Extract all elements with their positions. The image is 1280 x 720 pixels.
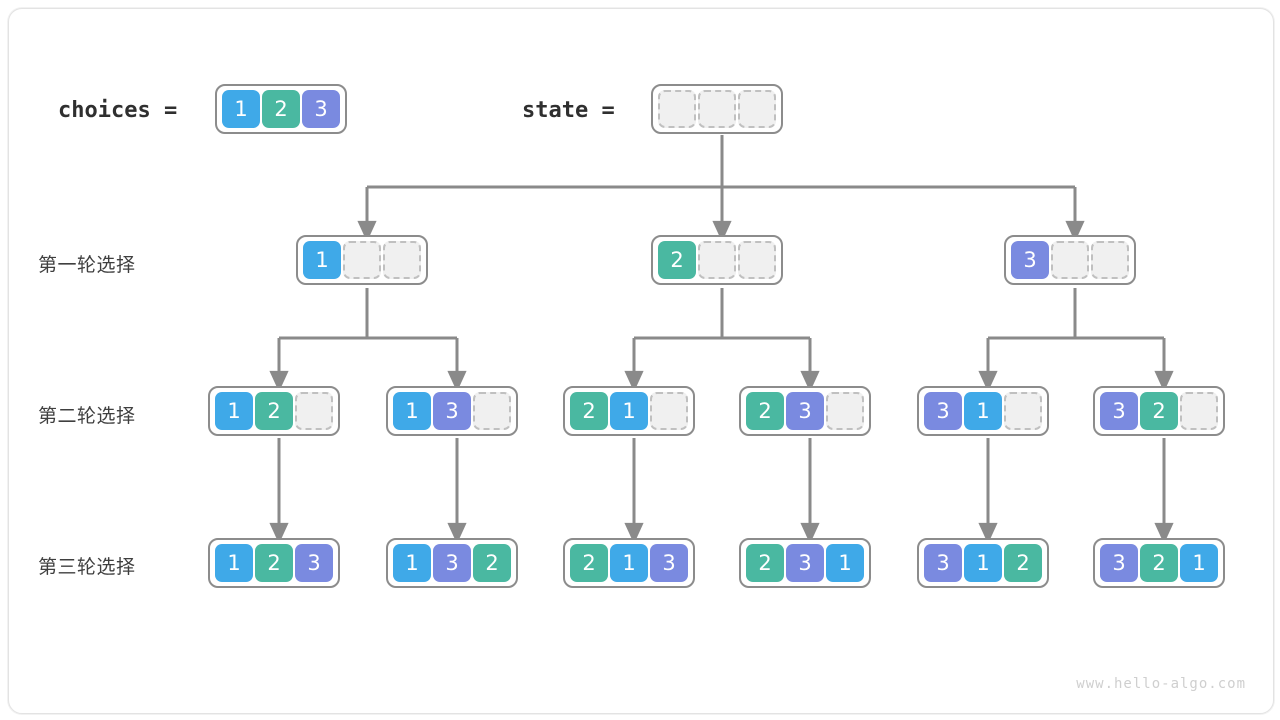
- state-label: state =: [522, 98, 615, 123]
- choices-cell: 3: [302, 90, 340, 128]
- round1-empty-cell: [343, 241, 381, 279]
- round2-cell: 3: [786, 392, 824, 430]
- round2-cell: 1: [215, 392, 253, 430]
- state-empty-cell: [738, 90, 776, 128]
- round1-cell: 2: [658, 241, 696, 279]
- round3-cell: 2: [255, 544, 293, 582]
- round1-empty-cell: [1051, 241, 1089, 279]
- round2-cell: 3: [924, 392, 962, 430]
- row-label-round2: 第二轮选择: [38, 405, 136, 427]
- round1-empty-cell: [1091, 241, 1129, 279]
- round2-cell: 1: [610, 392, 648, 430]
- round3-cell: 1: [610, 544, 648, 582]
- round3-cell: 1: [964, 544, 1002, 582]
- round2-cell: 1: [964, 392, 1002, 430]
- round2-cell: 2: [1140, 392, 1178, 430]
- round3-cell: 3: [433, 544, 471, 582]
- choices-cell: 1: [222, 90, 260, 128]
- round3-cell: 2: [746, 544, 784, 582]
- round2-empty-cell: [295, 392, 333, 430]
- round2-cell: 3: [1100, 392, 1138, 430]
- round1-cell: 3: [1011, 241, 1049, 279]
- round3-cell: 3: [786, 544, 824, 582]
- state-array: [651, 84, 783, 134]
- round3-cell: 2: [1004, 544, 1042, 582]
- round1-empty-cell: [738, 241, 776, 279]
- round3-cell: 1: [393, 544, 431, 582]
- round3-cell: 2: [570, 544, 608, 582]
- row-label-round3: 第三轮选择: [38, 556, 136, 578]
- round3-cell: 2: [473, 544, 511, 582]
- state-empty-cell: [658, 90, 696, 128]
- round2-cell: 1: [393, 392, 431, 430]
- round2-cell: 2: [570, 392, 608, 430]
- round2-empty-cell: [1180, 392, 1218, 430]
- round1-cell: 1: [303, 241, 341, 279]
- round2-empty-cell: [1004, 392, 1042, 430]
- round2-cell: 2: [746, 392, 784, 430]
- round2-empty-cell: [826, 392, 864, 430]
- choices-label: choices =: [58, 98, 178, 123]
- round3-cell: 3: [650, 544, 688, 582]
- node-round1-2: 2: [651, 235, 783, 285]
- round3-cell: 3: [295, 544, 333, 582]
- round2-empty-cell: [473, 392, 511, 430]
- round3-cell: 1: [1180, 544, 1218, 582]
- round2-empty-cell: [650, 392, 688, 430]
- watermark: www.hello-algo.com: [1076, 676, 1246, 692]
- round3-cell: 3: [1100, 544, 1138, 582]
- choices-cell: 2: [262, 90, 300, 128]
- row-label-round1: 第一轮选择: [38, 254, 136, 276]
- round3-cell: 3: [924, 544, 962, 582]
- round2-cell: 2: [255, 392, 293, 430]
- round1-empty-cell: [383, 241, 421, 279]
- round3-cell: 2: [1140, 544, 1178, 582]
- round3-cell: 1: [826, 544, 864, 582]
- state-empty-cell: [698, 90, 736, 128]
- round3-cell: 1: [215, 544, 253, 582]
- round2-cell: 3: [433, 392, 471, 430]
- node-round1-1: 1: [296, 235, 428, 285]
- round1-empty-cell: [698, 241, 736, 279]
- node-round1-3: 3: [1004, 235, 1136, 285]
